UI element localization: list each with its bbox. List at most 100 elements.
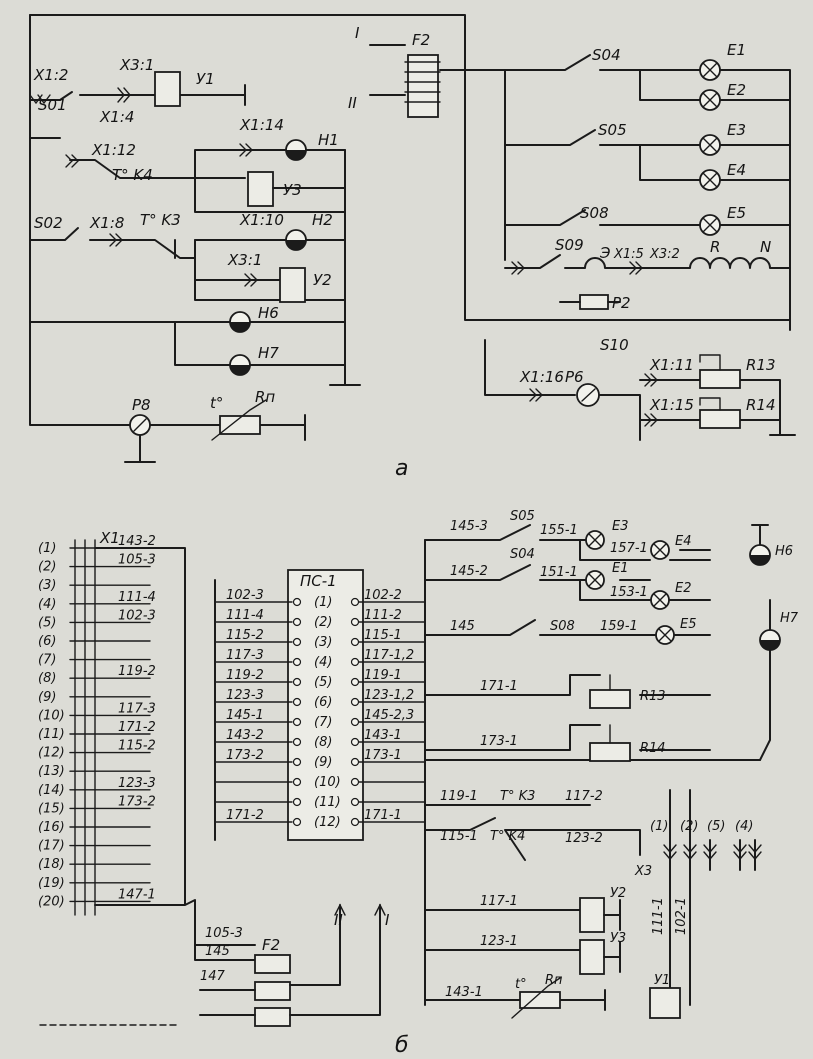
block-right-label: 119-1: [364, 668, 402, 683]
label-x3-1-mid: X3:1: [227, 251, 262, 269]
figure-b-labels: X1 ПС-1 145-3 S05 155-1 E3 157-1 E4 145-…: [99, 509, 799, 1058]
block-pin-left: [292, 617, 302, 627]
label-b-y3: У3: [610, 931, 626, 946]
caption-b: б: [395, 1033, 409, 1058]
label-e4: E4: [727, 161, 746, 179]
x1-pin-label: (7): [38, 653, 56, 668]
label-x1-12: X1:12: [91, 141, 136, 159]
label-b-k4: T° K4: [490, 829, 525, 844]
block-pin-left: [292, 637, 302, 647]
label-x1-11: X1:11: [649, 356, 694, 374]
label-w117-1: 117-1: [480, 894, 518, 909]
block-pin-right: [350, 797, 360, 807]
label-b-t: t°: [515, 977, 527, 992]
x1-pin-label: (19): [38, 876, 65, 891]
label-s05: S05: [598, 121, 627, 139]
label-b-rp: Rп: [545, 973, 563, 988]
block-right-label: 115-1: [364, 628, 402, 643]
label-b-e3: E3: [612, 519, 629, 534]
block-left-label: 171-2: [226, 808, 264, 823]
label-k3: T° K3: [140, 211, 181, 229]
label-heater-e: Э: [599, 244, 611, 262]
block-pin-left: [292, 677, 302, 687]
label-w159-1: 159-1: [600, 619, 638, 634]
x1-wire-label: 111-4: [118, 590, 156, 605]
label-w143-1: 143-1: [445, 985, 483, 1000]
block-pin-left: [292, 797, 302, 807]
label-w157-1: 157-1: [610, 541, 648, 556]
label-b-s05: S05: [510, 509, 535, 524]
block-pin-right: [350, 597, 360, 607]
x1-wire-label: 173-2: [118, 794, 156, 809]
label-b-r13: R13: [640, 689, 666, 704]
label-b-s08: S08: [550, 619, 575, 634]
label-t: t°: [210, 394, 223, 412]
label-k4: T° K4: [112, 166, 153, 184]
label-x1-4: X1:4: [99, 108, 134, 126]
label-w155-1: 155-1: [540, 523, 578, 538]
label-x1-5: X1:5: [613, 247, 644, 262]
label-s10: S10: [600, 336, 629, 354]
label-b-e2: E2: [675, 581, 692, 596]
label-b-s04: S04: [510, 547, 535, 562]
block-right-label: 143-1: [364, 728, 402, 743]
label-b-e1: E1: [612, 561, 629, 576]
figure-b: (1)(2)(3)(4)(5)(6)(7)(8)(9)(10)(11)(12)(…: [38, 524, 781, 1027]
block-pin-label: (10): [314, 775, 341, 790]
label-b-h7: H7: [780, 611, 799, 626]
block-left-label: 117-3: [226, 648, 264, 663]
label-e3: E3: [727, 121, 746, 139]
block-pin-right: [350, 677, 360, 687]
block-pin-right: [350, 657, 360, 667]
block-right-label: 145-2,3: [364, 708, 414, 723]
block-left-label: 115-2: [226, 628, 264, 643]
label-s02: S02: [34, 214, 63, 232]
block-pin-label: (4): [314, 655, 332, 670]
label-w119-1: 119-1: [440, 789, 478, 804]
label-heater-r: R: [710, 238, 720, 256]
x1-wire-label: 115-2: [118, 739, 156, 754]
label-x1-15: X1:15: [649, 396, 694, 414]
label-r14: R14: [746, 396, 776, 414]
x1-wire-label: 117-3: [118, 701, 156, 716]
label-p2: P2: [612, 294, 631, 312]
block-right-label: 171-1: [364, 808, 402, 823]
block-pin-left: [292, 657, 302, 667]
label-x1-10: X1:10: [239, 211, 284, 229]
label-y1: У1: [196, 70, 215, 88]
block-pin-right: [350, 817, 360, 827]
label-rp: Rп: [255, 388, 275, 406]
block-pin-right: [350, 697, 360, 707]
block-pin-label: (11): [314, 795, 341, 810]
label-x3-pin-2: (2): [680, 819, 698, 834]
x1-pin-label: (16): [38, 820, 65, 835]
label-h1: H1: [318, 131, 339, 149]
label-h2: H2: [312, 211, 333, 229]
block-pin-label: (12): [314, 815, 341, 830]
block-pin-right: [350, 737, 360, 747]
label-x3-2: X3:2: [649, 247, 680, 262]
label-winding-ii: II: [348, 94, 357, 112]
block-right-label: 117-1,2: [364, 648, 414, 663]
x1-wire-label: 123-3: [118, 776, 156, 791]
label-x1-14: X1:14: [239, 116, 284, 134]
label-x1-16: X1:16: [519, 368, 564, 386]
x1-pin-label: (18): [38, 857, 65, 872]
x1-pin-label: (4): [38, 597, 56, 612]
label-b-x3: X3: [634, 864, 652, 879]
label-w173-1: 173-1: [480, 734, 518, 749]
x1-pin-label: (11): [38, 727, 65, 742]
label-s09: S09: [555, 236, 584, 254]
label-tr-ii: II: [334, 911, 343, 929]
x1-wire-label: 102-3: [118, 608, 156, 623]
label-w171-1: 171-1: [480, 679, 518, 694]
label-x3-pin-5: (5): [707, 819, 725, 834]
label-b-y2: У2: [610, 886, 626, 901]
x1-pin-label: (8): [38, 671, 56, 686]
label-h6: H6: [258, 304, 279, 322]
block-right-label: 123-1,2: [364, 688, 414, 703]
label-f2: F2: [412, 31, 430, 49]
x1-pin-label: (2): [38, 560, 56, 575]
block-pin-label: (7): [314, 715, 332, 730]
x1-pin-label: (14): [38, 783, 65, 798]
